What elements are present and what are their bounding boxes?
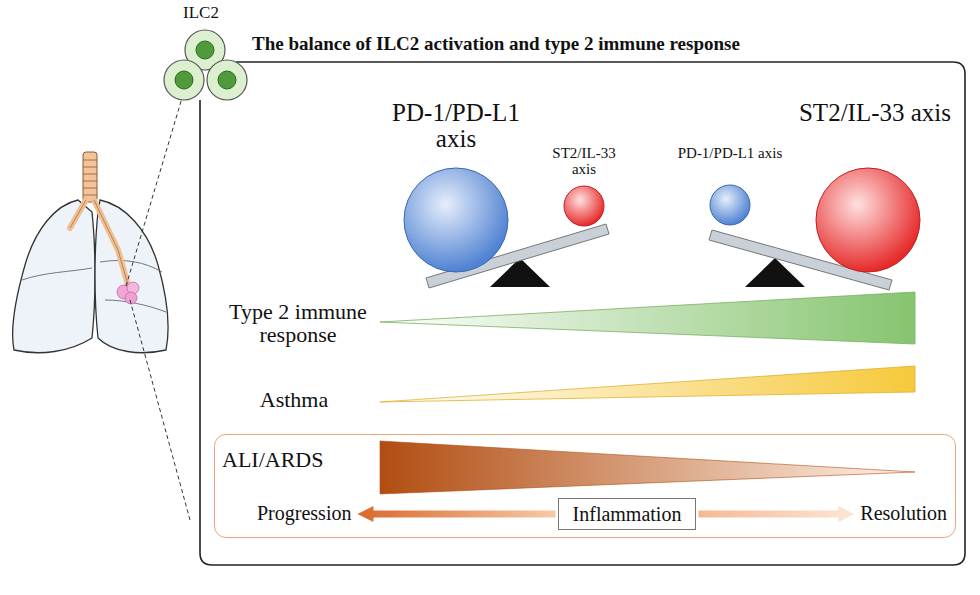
asthma-wedge bbox=[380, 366, 915, 402]
progression-arrow bbox=[357, 506, 555, 522]
direction-label: Resolution bbox=[860, 501, 947, 525]
nucleus bbox=[218, 71, 236, 89]
row-label: ALI/ARDS bbox=[222, 447, 323, 473]
zoom-line bbox=[126, 98, 190, 520]
diagram-title: The balance of ILC2 activation and type … bbox=[252, 34, 740, 54]
process-box: Inflammation bbox=[558, 498, 697, 530]
axis-label: ST2/IL-33 axis bbox=[790, 100, 960, 126]
trachea-rings bbox=[83, 160, 97, 195]
axis-label: ST2/IL-33 axis bbox=[540, 146, 628, 178]
outcome-band: ALI/ARDS Progression Resolution Inflammatio… bbox=[214, 434, 956, 538]
axis-label: PD-1/PD-L1 axis bbox=[676, 146, 784, 162]
row-label: Type 2 immune response bbox=[208, 300, 388, 346]
pd1-circle bbox=[404, 168, 508, 272]
panel-frame bbox=[200, 62, 965, 565]
resolution-arrow bbox=[698, 506, 854, 522]
trachea bbox=[83, 152, 97, 202]
left-lung bbox=[13, 200, 95, 353]
ilc2-cells bbox=[164, 30, 247, 100]
row-label: Asthma bbox=[214, 388, 374, 411]
ards-wedge bbox=[380, 441, 915, 494]
pd1-circle bbox=[710, 185, 750, 225]
lung-fissure bbox=[22, 260, 166, 312]
direction-label: Progression bbox=[257, 501, 351, 525]
nucleus bbox=[175, 71, 193, 89]
lung-illustration bbox=[13, 152, 168, 353]
bronchus bbox=[70, 200, 128, 285]
nucleus bbox=[196, 41, 214, 59]
axis-label: PD-1/PD-L1 axis bbox=[376, 100, 536, 153]
box-label: Inflammation bbox=[573, 502, 682, 526]
st2-circle bbox=[816, 168, 920, 272]
cell-label: ILC2 bbox=[166, 4, 236, 22]
cell bbox=[164, 60, 204, 100]
seesaw-right bbox=[709, 168, 920, 290]
bronchus-outline bbox=[70, 200, 128, 285]
seesaw-left bbox=[404, 168, 609, 288]
type2-wedge bbox=[380, 292, 915, 344]
st2-circle bbox=[564, 186, 604, 226]
cell bbox=[207, 60, 247, 100]
